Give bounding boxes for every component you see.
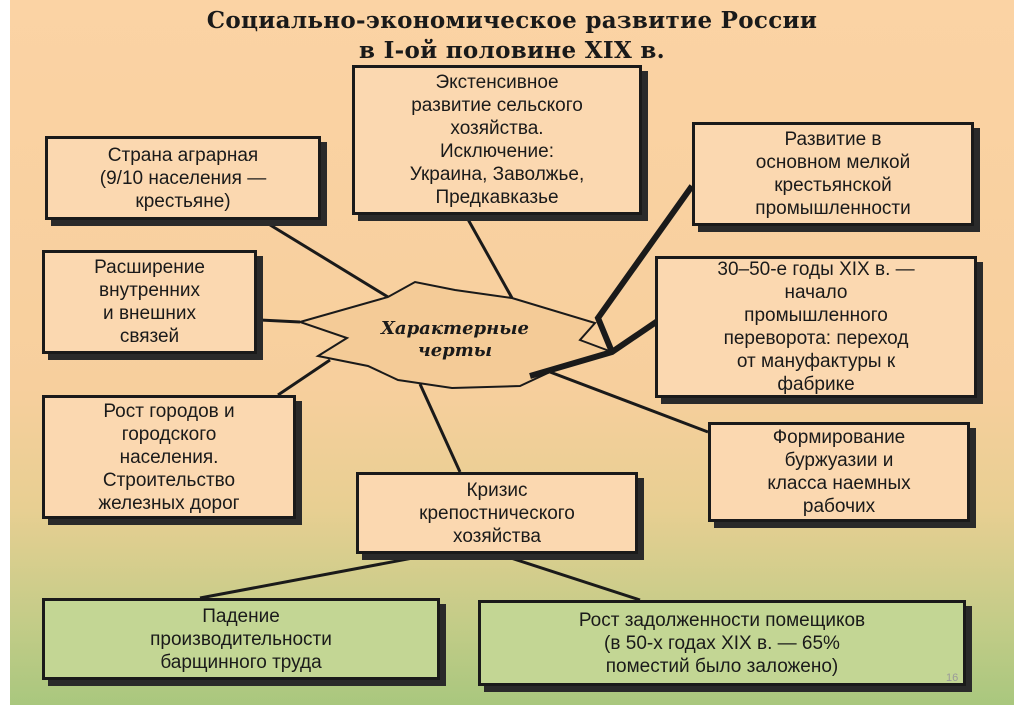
box-line: Рост городов и: [103, 400, 235, 422]
box-line: городского: [121, 423, 217, 445]
box-line: поместий было заложено): [605, 655, 839, 677]
box-line: крестьяне): [135, 190, 231, 212]
box-debt: Рост задолженности помещиков (в 50-х год…: [478, 600, 966, 686]
title-line-1: Социально-экономическое развитие России: [206, 7, 818, 34]
box-line: 30–50-е годы XIX в. —: [717, 259, 915, 280]
box-line: основном мелкой: [755, 152, 911, 173]
box-line: класса наемных: [767, 473, 911, 494]
link-extensive: [463, 213, 514, 299]
link-cities: [277, 358, 331, 397]
box-line: (в 50-х годах XIX в. — 65%: [604, 632, 840, 654]
box-line: крестьянской: [774, 175, 892, 196]
box-line: промышленного: [744, 305, 888, 326]
link-agrarian: [261, 218, 389, 299]
box-line: (9/10 населения —: [99, 167, 267, 189]
box-line: внутренних: [98, 280, 201, 301]
box-line: хозяйства: [453, 525, 541, 547]
box-line: Строительство: [102, 469, 236, 491]
link-productivity: [199, 546, 467, 600]
box-line: связей: [119, 326, 180, 347]
box-line: Предкавказье: [435, 187, 559, 208]
box-line: Страна аграрная: [107, 144, 259, 166]
box-line: фабрике: [777, 374, 855, 395]
center-line-2: черты: [417, 340, 493, 361]
box-crisis: Кризис крепостнического хозяйства: [356, 472, 638, 554]
box-line: переворота: переход: [723, 328, 909, 349]
link-bourgeoisie: [549, 370, 709, 434]
link-revolution: [529, 315, 664, 379]
box-ties: Расширение внутренних и внешних связей: [42, 250, 257, 354]
page-number: 16: [946, 672, 959, 684]
title-line-2: в I-ой половине XIX в.: [359, 37, 665, 64]
box-line: Рост задолженности помещиков: [578, 609, 866, 631]
slide-title: Социально-экономическое развитие России …: [0, 6, 1024, 66]
box-line: барщинного труда: [160, 651, 322, 673]
box-line: крепостнического: [419, 502, 575, 524]
box-line: Расширение: [94, 257, 205, 278]
box-line: развитие сельского: [411, 95, 583, 116]
box-line: Исключение:: [439, 141, 555, 162]
link-ties: [259, 318, 301, 324]
center-label: Характерные черты: [340, 318, 570, 362]
box-line: Формирование: [772, 427, 906, 448]
box-line: Развитие в: [784, 129, 882, 150]
link-crisis: [418, 383, 462, 473]
box-line: рабочих: [802, 496, 876, 517]
box-cities: Рост городов и городского населения. Стр…: [42, 395, 296, 519]
box-agrarian: Страна аграрная (9/10 населения — кресть…: [45, 136, 321, 220]
center-line-1: Характерные: [380, 318, 530, 339]
box-extensive: Экстенсивное развитие сельского хозяйств…: [352, 65, 642, 215]
box-line: промышленности: [755, 198, 911, 219]
box-line: буржуазии и: [784, 450, 894, 471]
link-small-industry: [594, 184, 695, 354]
box-line: Украина, Заволжье,: [409, 164, 585, 185]
box-line: железных дорог: [98, 492, 240, 514]
box-line: населения.: [119, 446, 219, 468]
box-line: и внешних: [103, 303, 196, 324]
box-small-industry: Развитие в основном мелкой крестьянской …: [692, 122, 974, 226]
box-line: хозяйства.: [450, 118, 544, 139]
box-line: производительности: [150, 628, 332, 650]
box-line: Падение: [202, 605, 280, 627]
box-productivity: Падение производительности барщинного тр…: [42, 598, 440, 680]
box-line: Экстенсивное: [435, 72, 559, 93]
box-revolution: 30–50-е годы XIX в. — начало промышленно…: [655, 256, 977, 398]
box-line: начало: [784, 282, 848, 303]
box-line: от мануфактуры к: [736, 351, 896, 372]
link-debt: [479, 546, 641, 602]
box-line: Кризис: [466, 479, 528, 501]
box-bourgeoisie: Формирование буржуазии и класса наемных …: [708, 422, 970, 522]
